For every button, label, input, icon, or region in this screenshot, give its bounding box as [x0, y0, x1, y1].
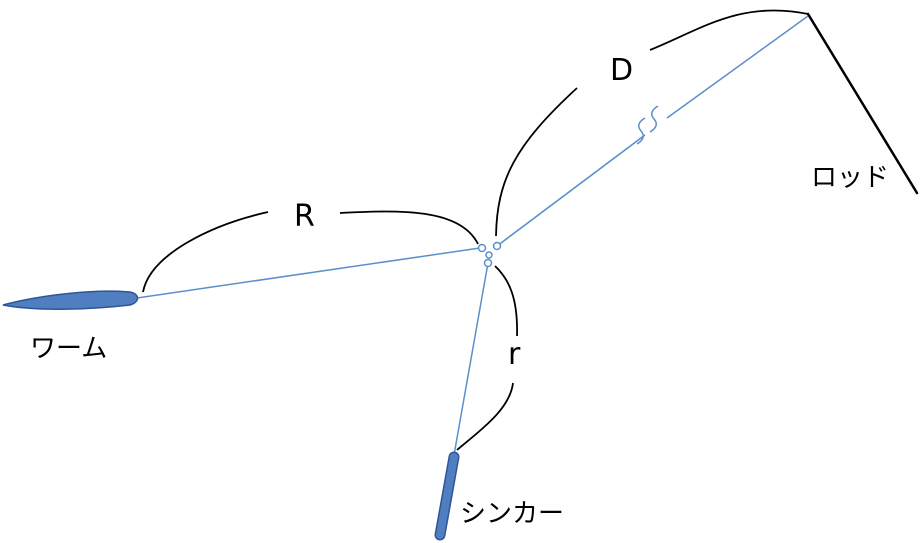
break-mark-icon	[636, 105, 659, 145]
label-distance-small-r: r	[508, 337, 521, 372]
label-distance-d: D	[610, 53, 633, 88]
distance-small-r-arc-lower	[456, 382, 514, 451]
label-worm: ワーム	[30, 334, 107, 364]
worm-line	[136, 247, 481, 299]
label-sinker: シンカー	[460, 499, 564, 529]
distance-r-arc-right	[339, 210, 479, 245]
distance-small-r-arc-upper	[494, 265, 518, 337]
distance-d-arc-left	[495, 87, 578, 237]
main-line-lower	[496, 134, 646, 247]
rod-stick	[806, 12, 919, 195]
main-line-upper	[666, 15, 809, 119]
label-distance-r: R	[294, 199, 315, 234]
distance-d-arc-right	[649, 9, 809, 51]
sinker-line	[453, 262, 489, 456]
worm-body	[2, 290, 139, 310]
distance-r-arc-left	[142, 211, 269, 293]
label-rod: ロッド	[811, 163, 889, 193]
three-way-swivel-icon	[477, 241, 502, 268]
sinker-body	[434, 451, 460, 541]
